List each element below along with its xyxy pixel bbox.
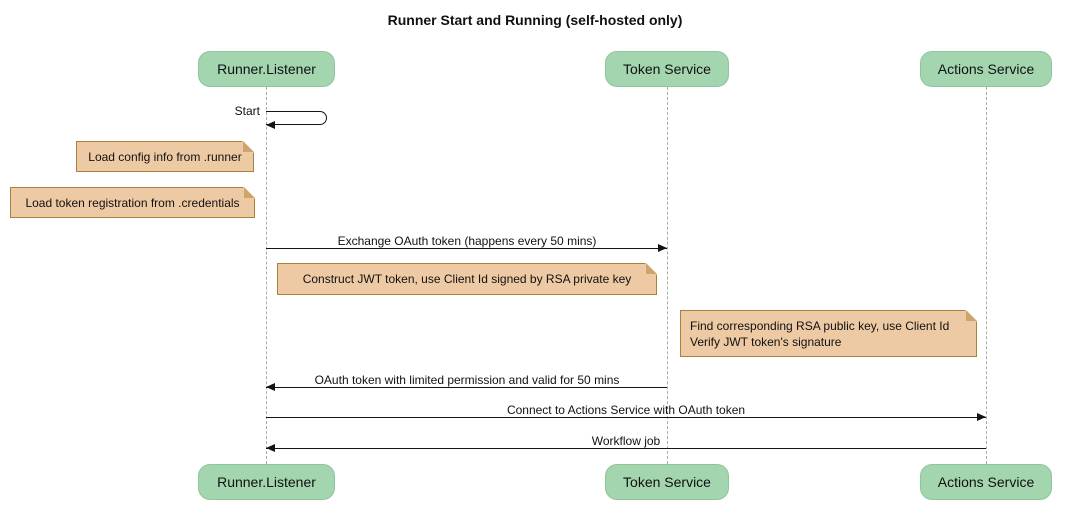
diagram-title: Runner Start and Running (self-hosted on… [387,12,683,28]
participant-label: Runner.Listener [217,61,316,77]
arrowhead-left-icon [266,383,275,391]
message-label-oauth-return: OAuth token with limited permission and … [314,373,620,387]
lifeline-token-service [667,87,668,464]
message-line-oauth-return [266,387,667,388]
participant-label: Actions Service [937,474,1035,490]
note-load-config: Load config info from .runner [76,141,254,172]
note-text: Load token registration from .credential… [25,195,240,210]
message-label-start: Start [234,104,260,118]
message-label-workflow-job: Workflow job [591,434,661,448]
note-verify-jwt: Find corresponding RSA public key, use C… [680,310,977,357]
participant-token-service-bottom: Token Service [605,464,729,500]
participant-label: Actions Service [937,61,1035,77]
participant-runner-listener-top: Runner.Listener [198,51,335,87]
message-line-workflow-job [266,448,986,449]
message-label-connect: Connect to Actions Service with OAuth to… [506,403,746,417]
message-line-connect [266,417,986,418]
arrowhead-left-icon [266,444,275,452]
participant-actions-service-bottom: Actions Service [920,464,1052,500]
participant-label: Token Service [623,61,711,77]
note-text: Construct JWT token, use Client Id signe… [302,272,632,286]
message-label-exchange-oauth: Exchange OAuth token (happens every 50 m… [337,234,597,248]
note-construct-jwt: Construct JWT token, use Client Id signe… [277,263,657,295]
note-text: Load config info from .runner [88,149,242,164]
participant-token-service-top: Token Service [605,51,729,87]
self-message-loop [266,111,327,125]
lifeline-actions-service [986,87,987,464]
participant-label: Runner.Listener [217,474,316,490]
participant-runner-listener-bottom: Runner.Listener [198,464,335,500]
arrowhead-right-icon [977,413,986,421]
message-line-exchange-oauth [266,248,667,249]
note-load-token-registration: Load token registration from .credential… [10,187,255,218]
arrowhead-right-icon [658,244,667,252]
lifeline-runner-listener [266,87,267,464]
arrowhead-left-icon [266,121,275,129]
participant-label: Token Service [623,474,711,490]
note-text: Find corresponding RSA public key, use C… [690,318,950,349]
participant-actions-service-top: Actions Service [920,51,1052,87]
